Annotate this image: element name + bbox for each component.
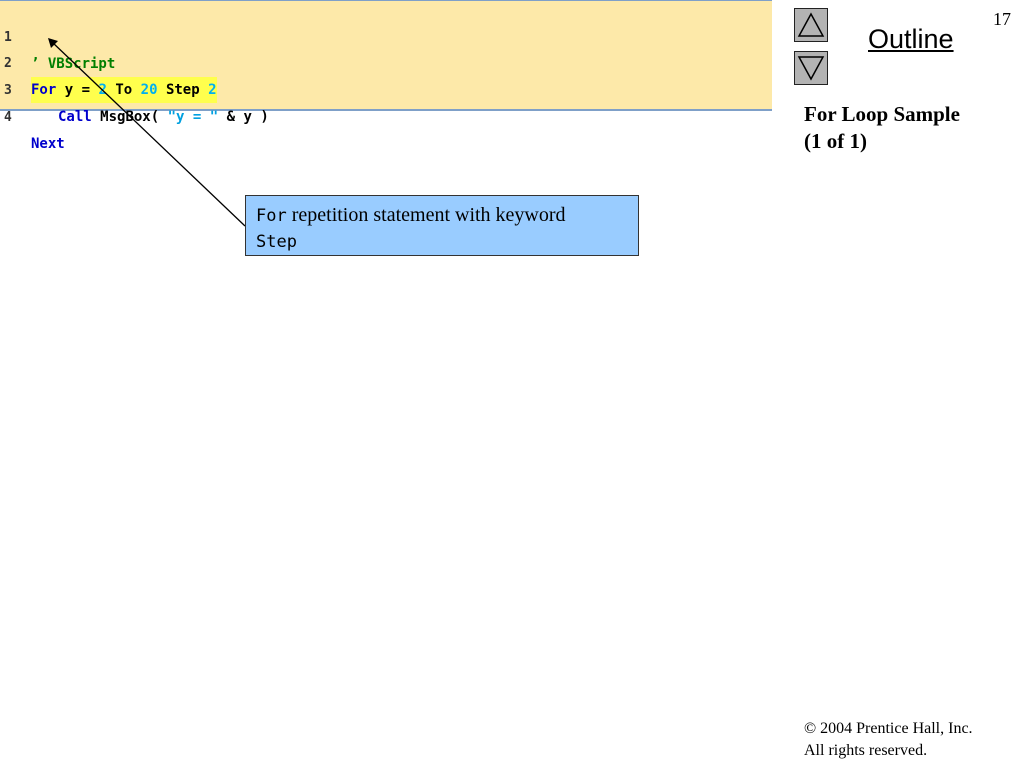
copyright-text: © 2004 Prentice Hall, Inc.: [804, 720, 973, 737]
slide-number: 17: [993, 9, 1011, 29]
callout-code-for: For: [256, 206, 287, 226]
callout-code-step: Step: [256, 232, 297, 252]
previous-slide-button[interactable]: [794, 8, 828, 42]
function-name: MsgBox(: [100, 109, 160, 125]
string-literal: "y = ": [167, 109, 219, 125]
callout-box: For repetition statement with keyword St…: [245, 195, 639, 256]
end-value: 20: [140, 82, 158, 98]
triangle-up-icon: [797, 12, 825, 37]
keyword-call: Call: [58, 109, 92, 125]
keyword-step: Step: [165, 82, 200, 98]
section-title-line1: For Loop Sample: [804, 102, 960, 126]
code-line-4: 4 Next: [0, 79, 65, 152]
code-line-1: 1 ’ VBScript: [0, 0, 115, 72]
code-line-3: 3 Call MsgBox( "y = " & y ): [0, 52, 269, 125]
call-arguments: & y ): [226, 109, 269, 125]
line-number: 2: [4, 56, 12, 71]
highlighted-for-statement: For y = 2 To 20 Step 2: [31, 77, 217, 103]
keyword-next: Next: [31, 136, 65, 152]
keyword-to: To: [115, 82, 133, 98]
start-value: 2: [98, 82, 107, 98]
rights-text: All rights reserved.: [804, 742, 928, 759]
code-listing: 1 ’ VBScript 2 For y = 2 To 20 Step 2 3 …: [0, 0, 772, 152]
copyright-footer: © 2004 Prentice Hall, Inc. All rights re…: [804, 718, 973, 762]
callout-text: repetition statement with keyword: [286, 204, 566, 226]
triangle-down-icon: [797, 56, 825, 81]
comment-text: ’ VBScript: [31, 56, 116, 72]
next-slide-button[interactable]: [794, 51, 828, 85]
section-title: For Loop Sample (1 of 1): [804, 101, 960, 155]
call-statement: Call MsgBox( "y = " & y ): [58, 104, 269, 130]
loop-variable: y =: [64, 82, 91, 98]
line-number: 4: [4, 110, 12, 125]
outline-link[interactable]: Outline: [868, 24, 954, 54]
line-number: 3: [4, 83, 12, 98]
section-title-line2: (1 of 1): [804, 129, 867, 153]
step-value: 2: [208, 82, 217, 98]
code-line-2: 2 For y = 2 To 20 Step 2: [0, 25, 217, 103]
keyword-for: For: [31, 82, 57, 98]
line-number: 1: [4, 30, 12, 45]
